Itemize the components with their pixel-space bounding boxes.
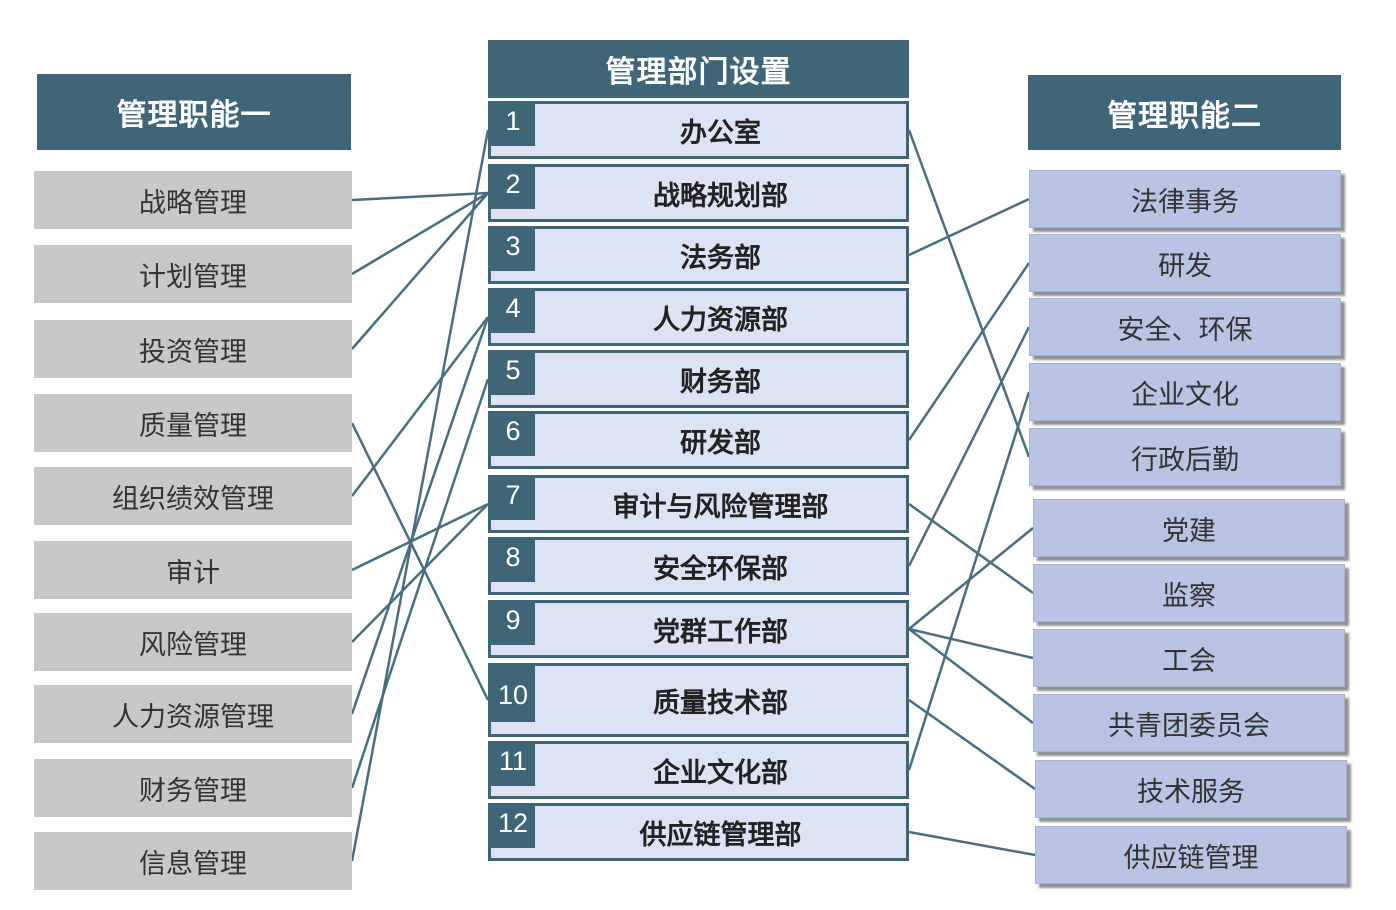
dept-office: 1 办公室 [488, 101, 909, 159]
right-item-safety-env: 安全、环保 [1029, 298, 1341, 356]
dept-supply-chain: 12 供应链管理部 [488, 803, 909, 861]
left-item-performance: 组织绩效管理 [34, 467, 352, 525]
dept-number: 5 [491, 353, 535, 395]
dept-audit-risk: 7 审计与风险管理部 [488, 475, 909, 533]
left-item-planning: 计划管理 [34, 245, 352, 303]
dept-culture: 11 企业文化部 [488, 741, 909, 799]
dept-number: 12 [491, 806, 535, 848]
left-header: 管理职能一 [37, 74, 351, 150]
dept-name: 研发部 [680, 427, 761, 459]
dept-finance: 5 财务部 [488, 350, 909, 408]
dept-number: 8 [491, 540, 535, 582]
connector-line-right [908, 502, 1034, 595]
right-item-supply-chain: 供应链管理 [1035, 826, 1347, 884]
dept-number: 11 [491, 744, 535, 786]
dept-name: 财务部 [680, 366, 761, 398]
dept-number: 3 [491, 229, 535, 271]
connector-line-left [351, 502, 489, 572]
dept-hr: 4 人力资源部 [488, 288, 909, 346]
connector-line-left [351, 503, 489, 643]
left-item-strategy: 战略管理 [34, 171, 352, 229]
right-item-rnd: 研发 [1029, 234, 1341, 292]
right-item-admin-logistics: 行政后勤 [1029, 428, 1341, 486]
dept-rnd: 6 研发部 [488, 411, 909, 469]
dept-name: 法务部 [680, 242, 761, 274]
right-item-youth-league: 共青团委员会 [1033, 694, 1345, 752]
right-item-culture: 企业文化 [1029, 363, 1341, 421]
left-item-quality: 质量管理 [34, 394, 352, 452]
connector-line-right [908, 698, 1036, 791]
dept-name: 供应链管理部 [639, 819, 802, 851]
connector-line-left [351, 191, 489, 202]
connector-line-left [350, 422, 490, 701]
right-header: 管理职能二 [1028, 75, 1341, 150]
dept-name: 安全环保部 [653, 553, 788, 585]
dept-name: 办公室 [680, 117, 761, 149]
connector-line-right [908, 830, 1036, 857]
left-item-risk: 风险管理 [34, 613, 352, 671]
connector-line-right [907, 262, 1031, 441]
connector-line-right [907, 326, 1031, 567]
dept-legal: 3 法务部 [488, 226, 909, 284]
connector-line-right [908, 627, 1034, 660]
connector-line-left [350, 378, 490, 789]
connector-line-left [350, 129, 490, 862]
dept-name: 企业文化部 [653, 757, 788, 789]
connector-line-right [908, 628, 1034, 724]
right-item-tech-service: 技术服务 [1035, 760, 1347, 818]
left-item-audit: 审计 [34, 541, 352, 599]
left-item-finance: 财务管理 [34, 759, 352, 817]
dept-quality-tech: 10 质量技术部 [488, 663, 909, 737]
connector-line-right [908, 197, 1030, 257]
left-item-information: 信息管理 [34, 832, 352, 890]
left-item-hr: 人力资源管理 [34, 685, 352, 743]
right-item-legal-affairs: 法律事务 [1029, 170, 1341, 228]
dept-name: 战略规划部 [653, 180, 788, 212]
right-item-union: 工会 [1033, 629, 1345, 687]
dept-number: 1 [491, 104, 535, 146]
connector-line-left [350, 316, 490, 715]
center-header: 管理部门设置 [488, 40, 909, 98]
dept-number: 6 [491, 414, 535, 456]
dept-party-mass: 9 党群工作部 [488, 600, 909, 658]
dept-name: 审计与风险管理部 [612, 491, 829, 523]
right-item-supervision: 监察 [1033, 564, 1345, 622]
connector-line-left [351, 316, 489, 497]
left-item-investment: 投资管理 [34, 320, 352, 378]
connector-line-left [351, 192, 489, 350]
connector-line-right [907, 391, 1031, 771]
dept-name: 党群工作部 [653, 616, 788, 648]
right-item-party-building: 党建 [1033, 499, 1345, 557]
dept-number: 9 [491, 603, 535, 645]
dept-number: 2 [491, 167, 535, 209]
dept-number: 7 [491, 478, 535, 520]
connector-line-right [907, 129, 1031, 458]
dept-safety-env: 8 安全环保部 [488, 537, 909, 595]
connector-line-left [351, 191, 489, 276]
dept-strategy: 2 战略规划部 [488, 164, 909, 222]
dept-number: 10 [491, 666, 535, 722]
dept-name: 质量技术部 [653, 687, 788, 719]
dept-name: 人力资源部 [653, 304, 788, 336]
dept-number: 4 [491, 291, 535, 333]
